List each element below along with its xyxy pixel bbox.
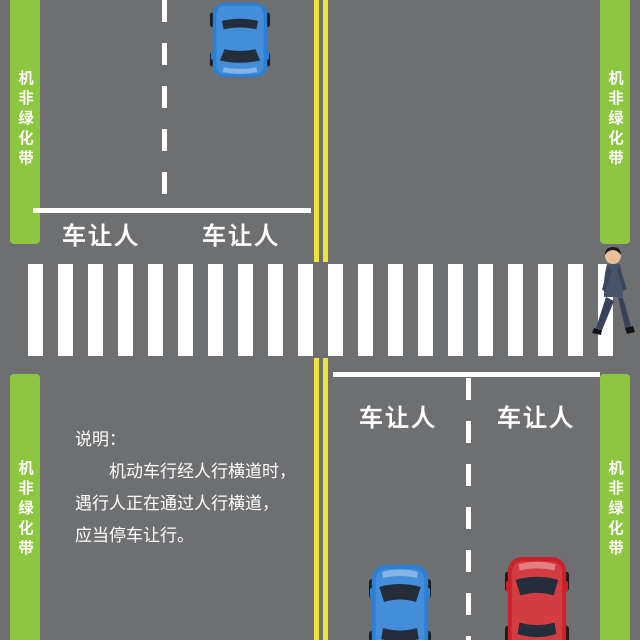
greenbelt-bottom-left: 机非绿化带: [10, 374, 40, 640]
note-line-2: 遇行人正在通过人行横道，: [75, 494, 279, 514]
greenbelt-top-right: 机非绿化带: [600, 0, 630, 244]
note-line-3: 应当停车让行。: [75, 526, 194, 546]
greenbelt-label: 机非绿化带: [606, 460, 625, 560]
yield-text-bottom-lane-1: 车让人: [359, 404, 437, 432]
yield-text-top-lane-2: 车让人: [202, 222, 280, 250]
car-top-view-icon: [369, 564, 431, 640]
yield-text-bottom-lane-2: 车让人: [497, 404, 575, 432]
car-top-view-icon: [505, 556, 569, 640]
double-yellow-line-bottom: [314, 358, 328, 640]
greenbelt-bottom-right: 机非绿化带: [600, 374, 630, 640]
lane-divider-dashed-bottom: [466, 378, 471, 640]
note-block: 说明： 机动车行经人行横道时， 遇行人正在通过人行横道， 应当停车让行。: [75, 424, 325, 552]
yield-text-top-lane-1: 车让人: [62, 222, 140, 250]
greenbelt-label: 机非绿化带: [16, 70, 35, 170]
note-line-1: 机动车行经人行横道时，: [109, 462, 296, 482]
blue-car-top-icon: [210, 2, 270, 78]
pedestrian-icon: [592, 245, 640, 345]
double-yellow-line-top: [314, 0, 328, 262]
lane-divider-dashed-top: [162, 0, 167, 209]
red-car-bottom-icon: [505, 556, 569, 640]
blue-car-bottom-icon: [369, 564, 431, 640]
crosswalk-zebra-stripes: [28, 264, 628, 356]
greenbelt-top-left: 机非绿化带: [10, 0, 40, 244]
stop-line-top: [33, 208, 311, 213]
greenbelt-label: 机非绿化带: [606, 70, 625, 170]
greenbelt-label: 机非绿化带: [16, 460, 35, 560]
pedestrian-walking-icon: [592, 245, 640, 345]
car-top-view-icon: [210, 2, 270, 78]
note-title: 说明：: [75, 430, 126, 450]
stop-line-bottom: [333, 372, 600, 377]
